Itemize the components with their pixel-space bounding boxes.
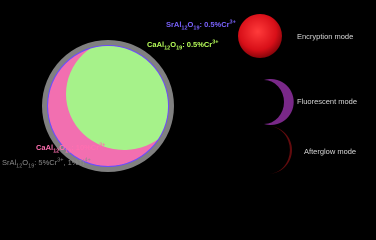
fluorescent-crescent [264,79,294,125]
label-sral-cr: SrAl12O19: 0.5%Cr3+ [166,18,236,33]
formula-sup: 3+ [99,142,106,148]
formula-formula: SrAl [166,19,182,29]
formula-sub2: 19 [65,148,72,154]
formula-rest: : 0.5%Cr [182,39,213,49]
formula-rest: : 5%Cr [34,157,58,167]
formula-rest2: , 1%Ti [63,157,85,167]
encryption-disk [238,14,282,58]
caal-low-text: CaAl12O19: 0.5%Cr3+ [147,39,219,51]
encryption-mode-label: Encryption mode [297,32,354,41]
formula-mid: O [170,39,177,49]
formula-sub: 12 [181,25,188,31]
formula-rest: : 10%Cr [71,142,100,152]
label-caal-high-cr: CaAl12O19: 10%Cr3+ [36,141,105,156]
formula-sup: 3+ [212,39,219,45]
formula-sub: 12 [164,45,171,51]
formula-formula: CaAl [147,39,165,49]
formula-sup: 3+ [57,157,64,163]
diagram-canvas: SrAl12O19: 0.5%Cr3+ CaAl12O19: 0.5%Cr3+ … [2,14,358,174]
formula-mid: O [187,19,194,29]
afterglow-crescent [268,126,292,174]
formula-sup: 3+ [229,19,236,25]
formula-rest: : 0.5%Cr [199,19,230,29]
formula-sub: 12 [16,163,23,169]
formula-sub2: 19 [176,45,183,51]
formula-sup2: 4+ [84,157,91,163]
formula-formula: CaAl [36,142,54,152]
sral-cr-ti-text: SrAl12O19: 5%Cr3+, 1%Ti4+ [2,157,91,169]
caal-high-text: CaAl12O19: 10%Cr3+ [36,142,106,154]
formula-sub2: 19 [193,25,200,31]
formula-sub2: 19 [28,163,35,169]
formula-mid: O [22,157,29,167]
formula-sub: 12 [53,148,60,154]
sral-cr-text: SrAl12O19: 0.5%Cr3+ [166,19,236,31]
fluorescent-mode-label: Fluorescent mode [297,97,358,106]
label-sral-cr-ti: SrAl12O19: 5%Cr3+, 1%Ti4+ [2,156,91,171]
diagram-graphics [42,14,294,174]
formula-formula: SrAl [2,157,17,167]
afterglow-mode-label: Afterglow mode [304,147,357,156]
formula-mid: O [59,142,66,152]
label-caal-low-cr: CaAl12O19: 0.5%Cr3+ [147,38,218,53]
